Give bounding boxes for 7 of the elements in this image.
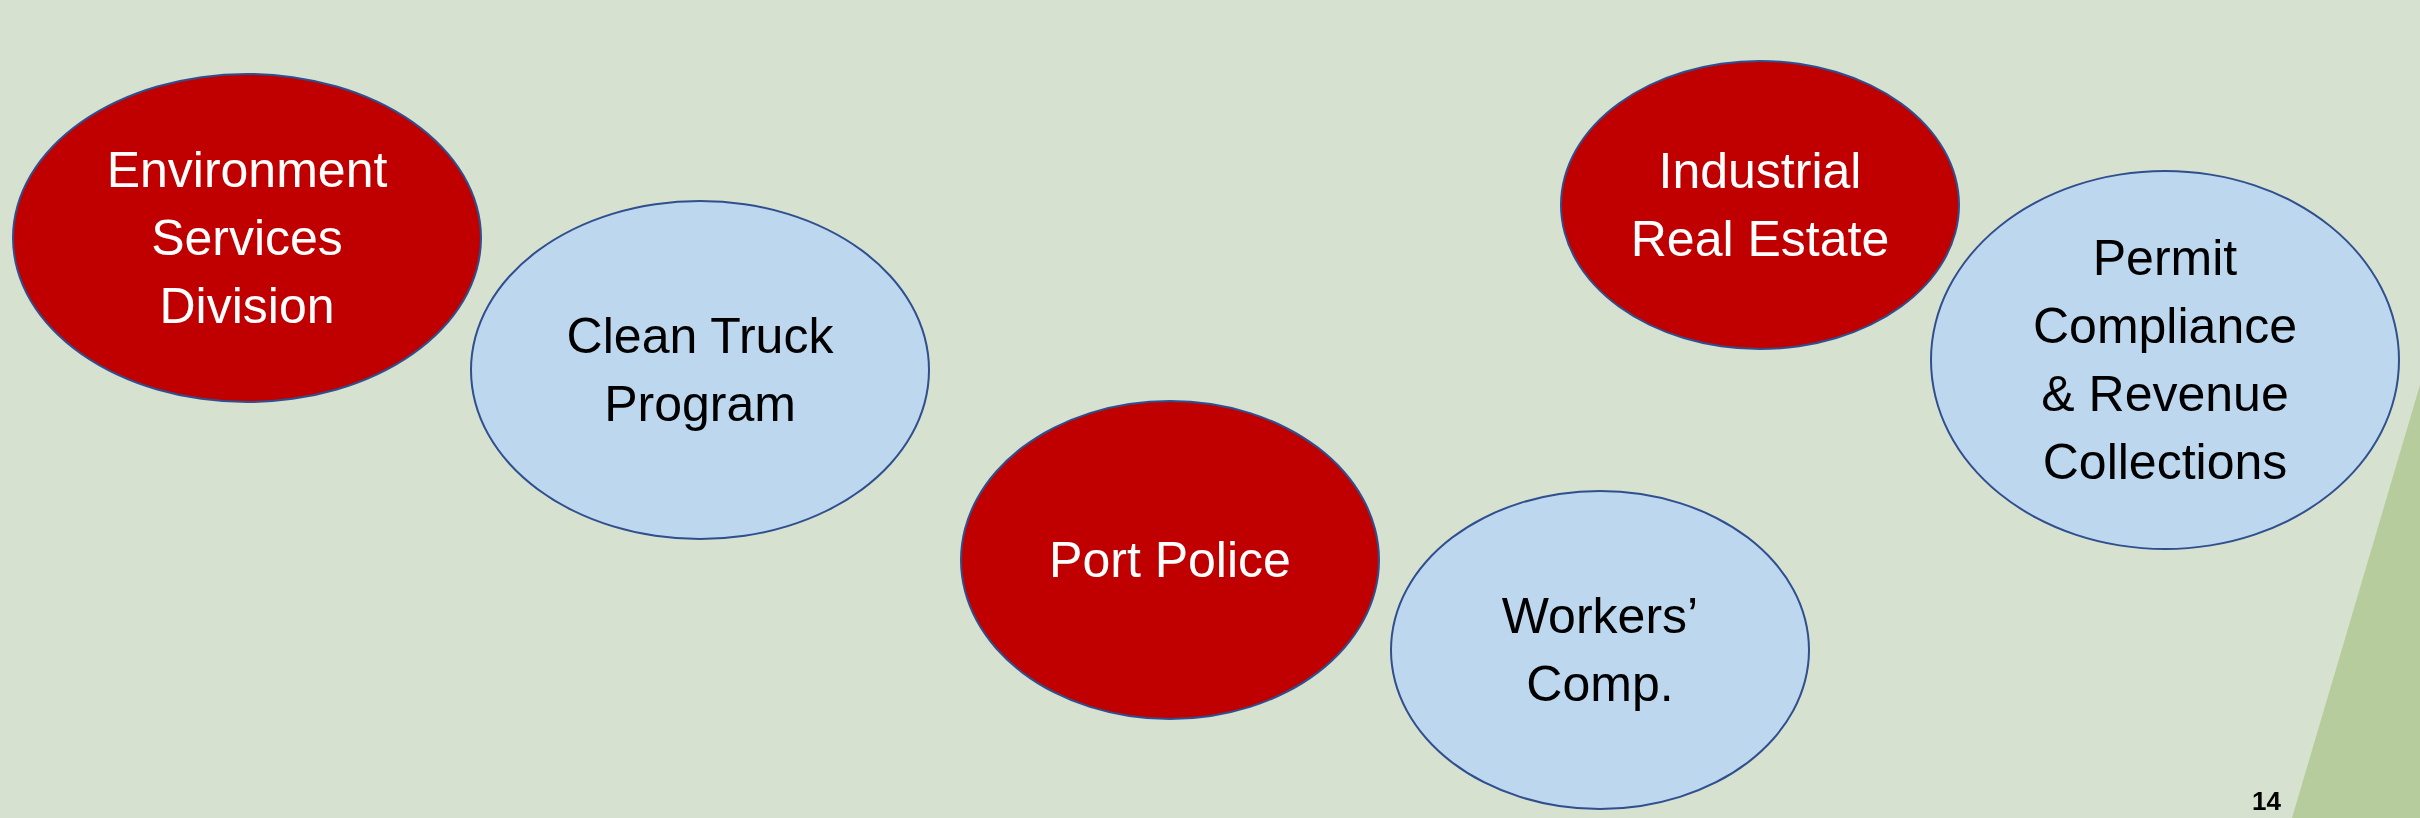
page-number: 14 [2252, 786, 2281, 817]
node-label: Environment Services Division [105, 141, 389, 336]
node-label: Permit Compliance & Revenue Collections [2032, 229, 2298, 492]
node-label: Workers’ Comp. [1500, 587, 1700, 714]
node-label: Clean Truck Program [565, 307, 835, 434]
node-label: Industrial Real Estate [1629, 142, 1891, 269]
node-label: Port Police [1049, 531, 1291, 590]
